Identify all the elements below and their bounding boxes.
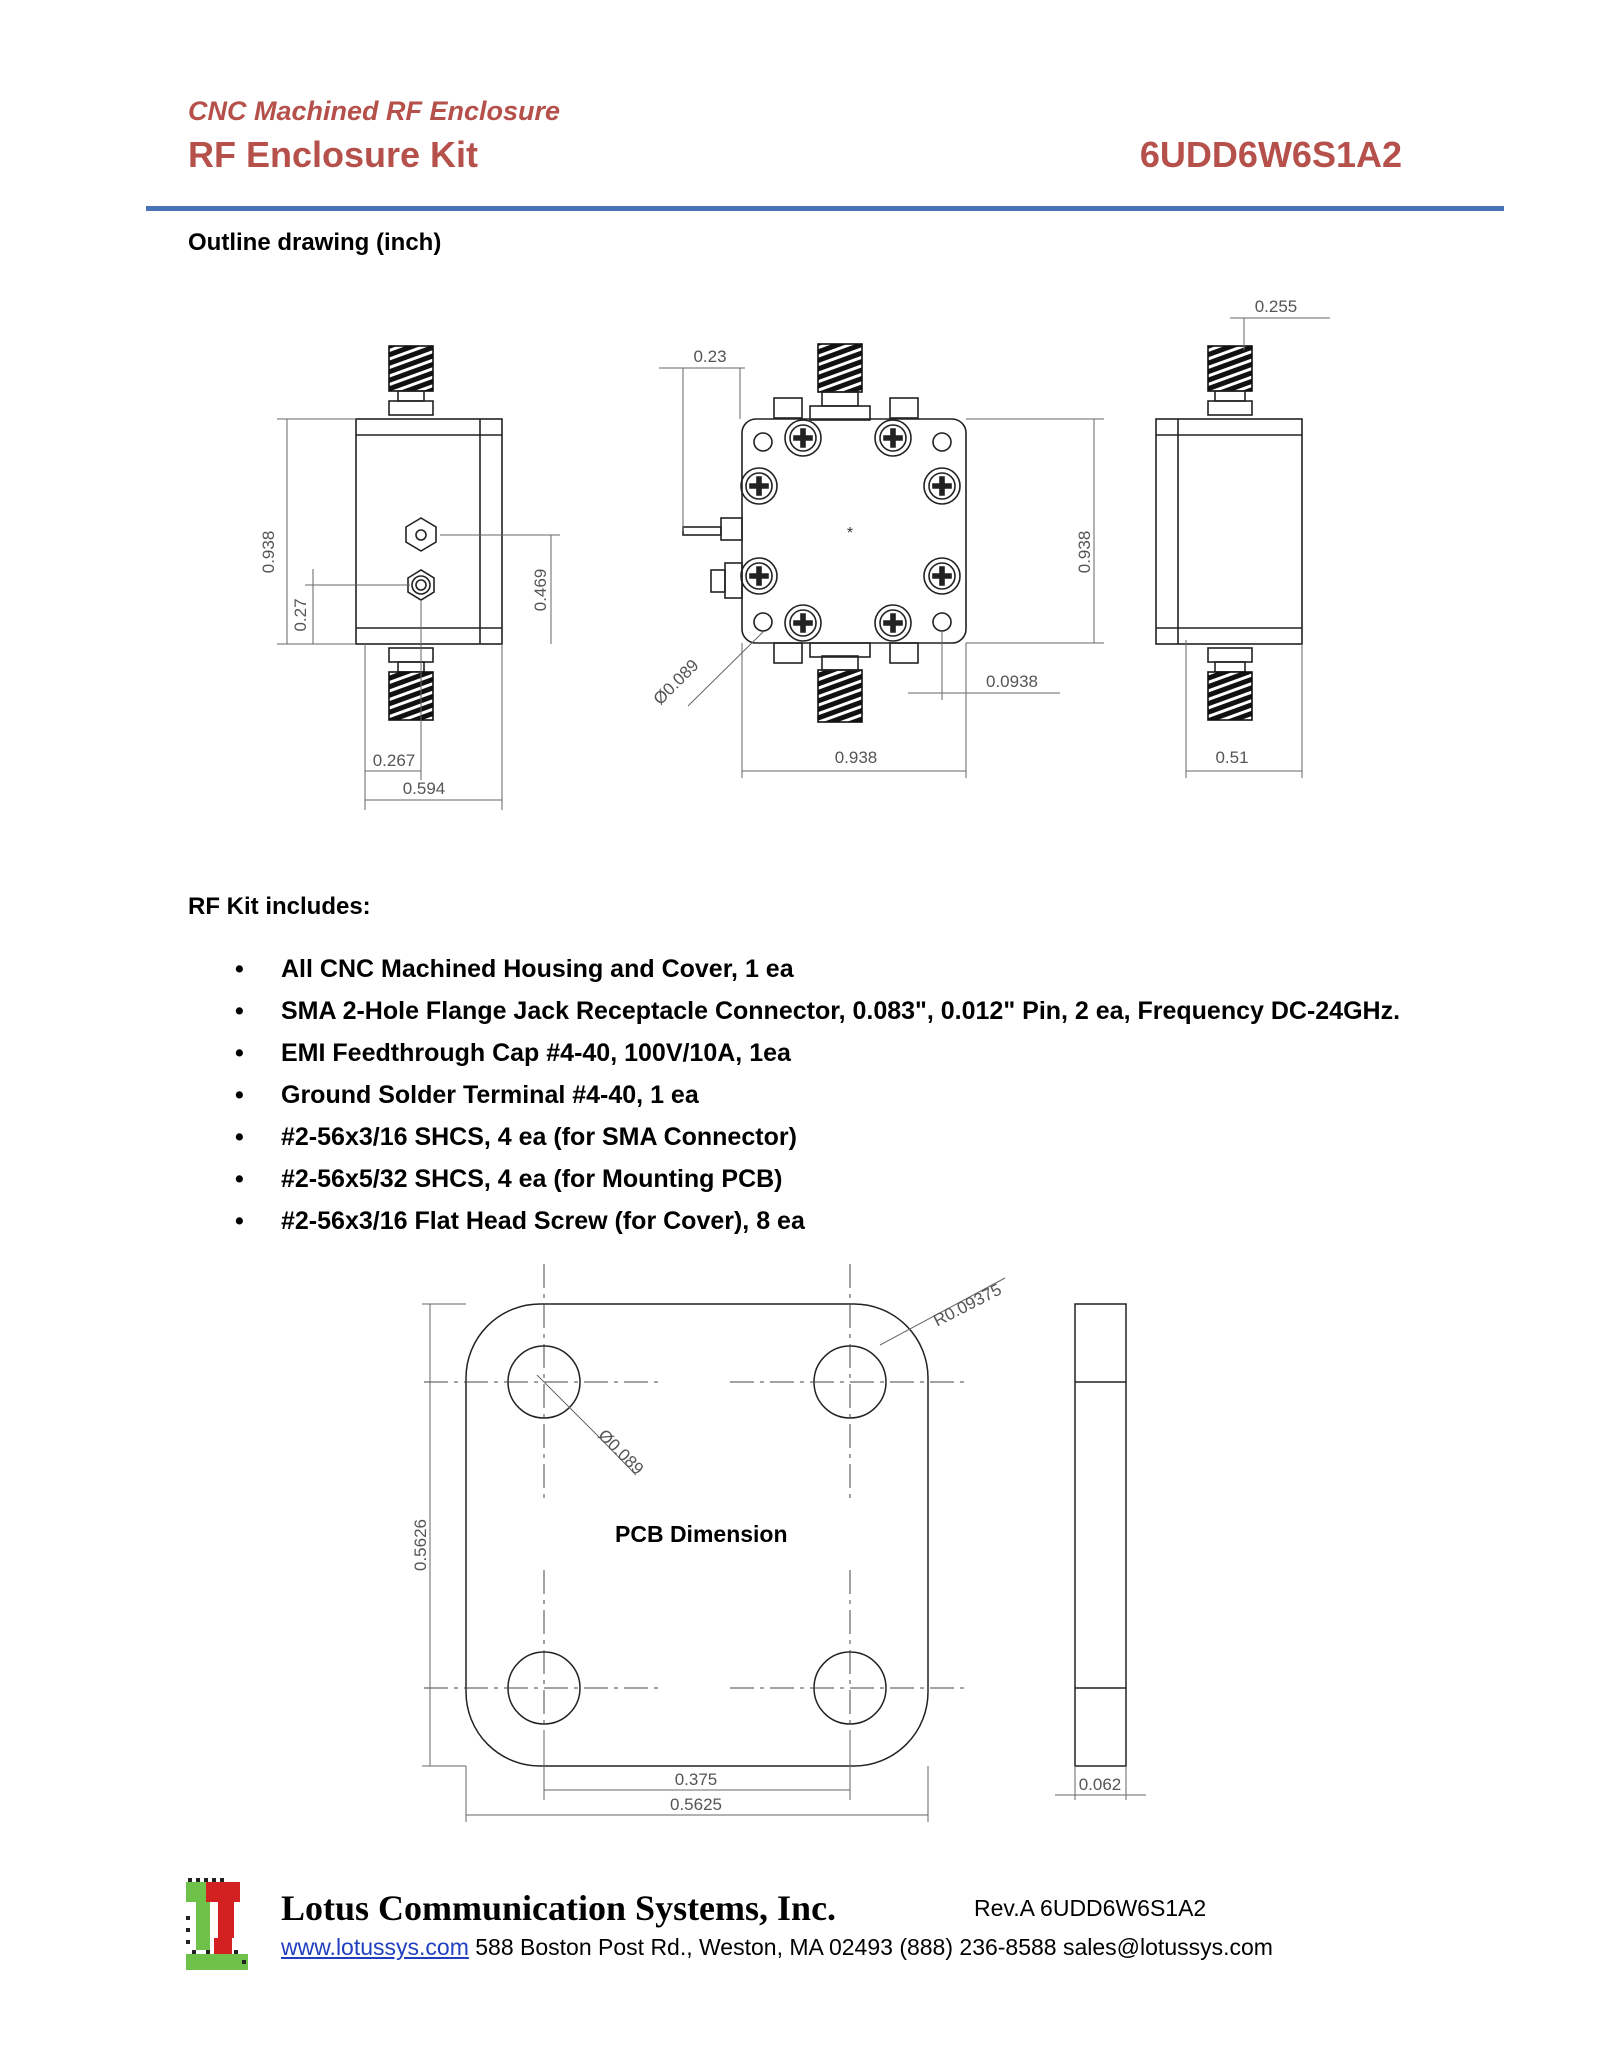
document-title: RF Enclosure Kit	[188, 134, 479, 175]
dim-front-height: 0.938	[259, 531, 278, 574]
dim-top-offset: 0.23	[693, 347, 726, 366]
dim-front-mid: 0.469	[531, 569, 550, 612]
list-item: #2-56x5/32 SHCS, 4 ea (for Mounting PCB)	[188, 1158, 1400, 1200]
screw-icon	[923, 467, 961, 505]
contact-line: www.lotussys.com 588 Boston Post Rd., We…	[281, 1934, 1273, 1961]
outline-drawing: * 0.938 0.27 0.469 0.267 0.594 0.23 0.93…	[259, 297, 1330, 810]
dim-pcb-thickness: 0.062	[1079, 1775, 1122, 1794]
dim-pcb-radius: R0.09375	[930, 1280, 1004, 1330]
subtitle: CNC Machined RF Enclosure	[188, 96, 561, 126]
front-view	[355, 345, 503, 721]
pcb-drawing: R0.09375 Ø0.089 0.5626 0.375 0.5625 0.06…	[411, 1264, 1146, 1822]
list-item: SMA 2-Hole Flange Jack Receptacle Connec…	[188, 990, 1400, 1032]
dim-top-height: 0.938	[1075, 531, 1094, 574]
svg-text:*: *	[847, 525, 853, 542]
list-item: #2-56x3/16 SHCS, 4 ea (for SMA Connector…	[188, 1116, 1400, 1158]
part-number: 6UDD6W6S1A2	[1139, 134, 1402, 175]
dim-pcb-height: 0.5626	[411, 1519, 430, 1571]
kit-list: All CNC Machined Housing and Cover, 1 ea…	[188, 948, 1400, 1242]
revision: Rev.A 6UDD6W6S1A2	[974, 1895, 1207, 1921]
dim-front-low: 0.27	[291, 598, 310, 631]
list-item: Ground Solder Terminal #4-40, 1 ea	[188, 1074, 1400, 1116]
side-view	[1155, 345, 1303, 721]
dim-top-width: 0.938	[835, 748, 878, 767]
company-name: Lotus Communication Systems, Inc.	[281, 1888, 837, 1928]
list-item: All CNC Machined Housing and Cover, 1 ea	[188, 948, 1400, 990]
dim-pcb-hole: Ø0.089	[594, 1426, 647, 1479]
cover-screws: *	[740, 419, 961, 642]
dim-side-width: 0.51	[1215, 748, 1248, 767]
kit-heading: RF Kit includes:	[188, 893, 371, 920]
top-view	[682, 343, 967, 723]
dim-top-hole: Ø0.089	[650, 656, 703, 709]
pcb-label: PCB Dimension	[615, 1521, 788, 1547]
screw-icon	[784, 419, 822, 457]
screw-icon	[784, 604, 822, 642]
dim-front-offset: 0.267	[373, 751, 416, 770]
dim-pcb-pitch: 0.375	[675, 1770, 718, 1789]
website-link[interactable]: www.lotussys.com	[281, 1934, 469, 1960]
company-logo	[186, 1878, 248, 1970]
dim-pcb-width: 0.5625	[670, 1795, 722, 1814]
screw-icon	[740, 557, 778, 595]
screw-icon	[740, 467, 778, 505]
dim-side-connector: 0.255	[1255, 297, 1298, 316]
list-item: EMI Feedthrough Cap #4-40, 100V/10A, 1ea	[188, 1032, 1400, 1074]
dim-front-width: 0.594	[403, 779, 446, 798]
outline-heading: Outline drawing (inch)	[188, 229, 442, 256]
screw-icon	[923, 557, 961, 595]
header-rule	[146, 206, 1504, 211]
screw-icon	[874, 604, 912, 642]
address-text: 588 Boston Post Rd., Weston, MA 02493 (8…	[468, 1934, 1273, 1960]
dim-top-pitch: 0.0938	[986, 672, 1038, 691]
screw-icon	[874, 419, 912, 457]
list-item: #2-56x3/16 Flat Head Screw (for Cover), …	[188, 1200, 1400, 1242]
